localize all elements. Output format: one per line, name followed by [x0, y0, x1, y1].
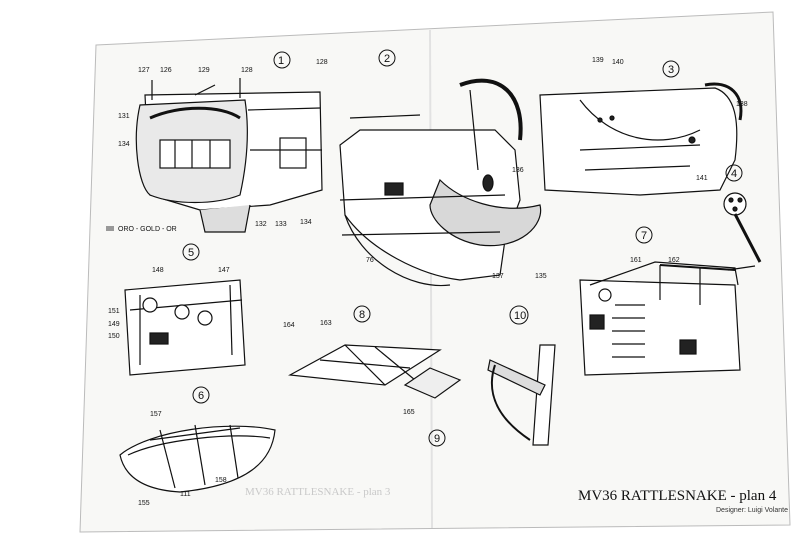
figure-label-4: 4 — [731, 168, 737, 180]
part-132: 132 — [255, 221, 267, 228]
figure-2-quarter — [339, 78, 542, 287]
figure-circle-8 — [353, 305, 371, 323]
figure-label-10: 10 — [514, 310, 526, 322]
figure-circle-2 — [378, 49, 396, 67]
figure-label-8: 8 — [359, 309, 365, 321]
figure-label-3: 3 — [668, 64, 674, 76]
figure-label-1: 1 — [278, 55, 284, 67]
figure-circle-5 — [182, 243, 200, 261]
figure-label-2: 2 — [384, 53, 390, 65]
figure-label-6: 6 — [198, 390, 204, 402]
part-147: 147 — [218, 267, 230, 274]
part-164: 164 — [283, 322, 295, 329]
figure-circle-4 — [725, 164, 743, 182]
figure-5-deadeyes — [124, 279, 246, 376]
figure-circle-1 — [273, 51, 291, 69]
part-165: 165 — [403, 409, 415, 416]
figure-1-stern — [135, 78, 323, 233]
figure-circle-6 — [192, 386, 210, 404]
figure-label-7: 7 — [641, 230, 647, 242]
figure-circle-7 — [635, 226, 653, 244]
part-157: 157 — [150, 411, 162, 418]
part-139: 139 — [592, 57, 604, 64]
part-135: 135 — [535, 273, 547, 280]
part-162: 162 — [668, 257, 680, 264]
part-158: 158 — [215, 477, 227, 484]
part-150: 150 — [108, 333, 120, 340]
figure-circle-3 — [662, 60, 680, 78]
part-149: 149 — [108, 321, 120, 328]
part-134-b: 134 — [300, 219, 312, 226]
figure-circle-9 — [428, 429, 446, 447]
part-163: 163 — [320, 320, 332, 327]
colour-swatch — [106, 226, 114, 231]
part-76: 76 — [366, 257, 374, 264]
figure-label-5: 5 — [188, 247, 194, 259]
part-137: 137 — [492, 273, 504, 280]
part-129: 129 — [198, 67, 210, 74]
part-128-b: 128 — [316, 59, 328, 66]
part-126: 126 — [160, 67, 172, 74]
colour-note: ORO - GOLD - OR — [118, 226, 177, 233]
part-141: 141 — [696, 175, 708, 182]
part-161: 161 — [630, 257, 642, 264]
figure-8-gratings — [288, 344, 462, 399]
part-155: 155 — [138, 500, 150, 507]
plan-title: MV36 RATTLESNAKE - plan 4 — [578, 488, 777, 504]
figure-6-boat — [119, 424, 276, 493]
part-128-a: 128 — [241, 67, 253, 74]
part-140: 140 — [612, 59, 624, 66]
part-133: 133 — [275, 221, 287, 228]
part-131: 131 — [118, 113, 130, 120]
part-134-a: 134 — [118, 141, 130, 148]
figure-4-fitting — [723, 192, 762, 271]
figure-3-bow — [539, 82, 743, 196]
part-148: 148 — [152, 267, 164, 274]
figure-10-cathead — [487, 344, 556, 446]
figure-label-9: 9 — [434, 433, 440, 445]
ghost-text: MV36 RATTLESNAKE - plan 3 — [245, 486, 391, 498]
figure-7-forecastle — [579, 261, 741, 376]
part-138: 138 — [736, 101, 748, 108]
part-151: 151 — [108, 308, 120, 315]
designer-credit: Designer: Luigi Volante — [716, 507, 788, 514]
part-127: 127 — [138, 67, 150, 74]
part-136: 136 — [512, 167, 524, 174]
part-111: 111 — [180, 491, 191, 498]
figure-circle-10 — [509, 305, 529, 325]
